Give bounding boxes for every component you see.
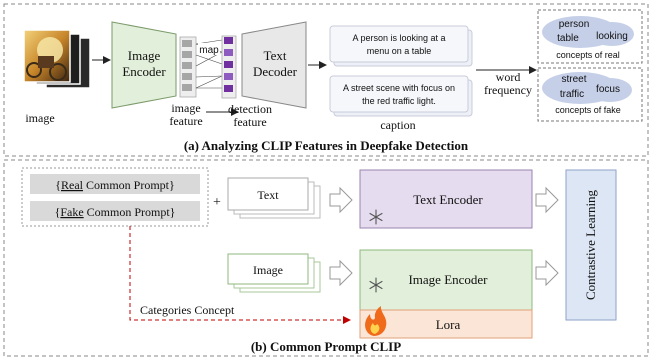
image-encoder-label-line1: Image	[128, 48, 161, 63]
image-input-label: Image	[253, 263, 283, 277]
lora-label: Lora	[436, 317, 461, 332]
panel-b-caption: (b) Common Prompt CLIP	[251, 339, 401, 354]
panel-a-caption: (a) Analyzing CLIP Features in Deepfake …	[184, 138, 469, 153]
detection-feature-label-line2: feature	[233, 115, 266, 129]
image-feature-map	[179, 36, 197, 98]
image-encoder-label-line2: Encoder	[122, 64, 166, 79]
arrow-image-to-encoder-b	[329, 259, 353, 287]
text-decoder-label-line1: Text	[264, 48, 287, 63]
word-frequency-line1: word	[496, 70, 521, 84]
fake-concepts-frame	[537, 67, 643, 122]
word-frequency-line2: frequency	[484, 83, 532, 97]
image-encoder-label-b: Image Encoder	[408, 272, 488, 287]
contrastive-learning-label: Contrastive Learning	[583, 189, 598, 300]
plus-sign: +	[213, 195, 221, 210]
caption-1-line2: menu on a table	[367, 46, 432, 56]
caption-box-2	[329, 75, 473, 117]
text-encoder-block	[359, 169, 533, 229]
panel-b-frame	[3, 159, 649, 357]
fake-word-traffic: traffic	[560, 89, 584, 100]
flame-icon	[365, 306, 387, 336]
concepts-of-real-label: concepts of real	[556, 50, 620, 60]
snowflake-icon	[369, 209, 383, 225]
real-word-looking: looking	[596, 31, 628, 42]
real-concepts-frame	[537, 9, 643, 64]
map-label: map	[199, 45, 219, 56]
panel-a-frame	[3, 3, 649, 157]
lora-block	[359, 309, 533, 339]
arrow-image-encoder-to-contrastive	[535, 259, 559, 287]
arrow-text-to-encoder	[329, 186, 353, 214]
text-input-label: Text	[257, 188, 279, 202]
categories-concept-arrow	[129, 226, 351, 324]
detection-feature-label-line1: detection	[228, 102, 272, 116]
input-image-stack	[23, 29, 91, 89]
text-input-stack	[227, 177, 321, 219]
input-image-label: image	[25, 111, 54, 125]
caption-2-line1: A street scene with focus on	[343, 83, 455, 93]
fake-common-prompt: {Fake Common Prompt}	[55, 205, 176, 219]
fake-word-focus: focus	[596, 84, 620, 95]
real-word-table: table	[557, 33, 579, 44]
caption-box-1	[329, 25, 473, 67]
arrow-text-encoder-to-contrastive	[535, 186, 559, 214]
real-prompt-box	[30, 174, 200, 194]
caption-1-line1: A person is looking at a	[352, 33, 445, 43]
image-input-stack	[227, 253, 321, 293]
map-label-bg	[198, 43, 220, 55]
real-word-person: person	[559, 19, 590, 30]
fake-prompt-box	[30, 201, 200, 221]
text-decoder-label-line2: Decoder	[253, 64, 298, 79]
detection-feature-map	[221, 35, 237, 99]
fake-word-street: street	[561, 74, 586, 85]
image-encoder-block	[111, 21, 177, 109]
concepts-of-fake-label: concepts of fake	[555, 105, 621, 115]
caption-label: caption	[380, 118, 415, 132]
image-feature-label-line1: image	[171, 101, 200, 115]
text-encoder-label: Text Encoder	[413, 192, 483, 207]
prompt-group-frame	[21, 167, 209, 227]
image-encoder-block-b	[359, 249, 533, 311]
caption-2-line2: the red traffic light.	[362, 96, 436, 106]
text-decoder-block	[241, 21, 307, 109]
contrastive-learning-block	[565, 169, 617, 321]
snowflake-icon	[369, 277, 383, 293]
image-feature-label-line2: feature	[169, 114, 202, 128]
real-common-prompt: {Real Common Prompt}	[55, 178, 175, 192]
categories-concept-label: Categories Concept	[140, 303, 235, 317]
